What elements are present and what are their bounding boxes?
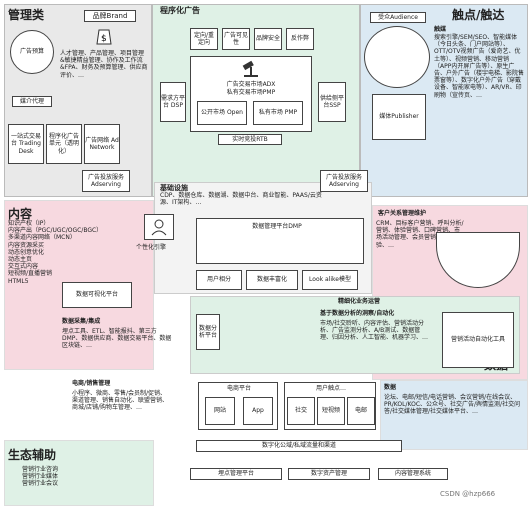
pmp-label: 私有交易市场PMP — [226, 89, 276, 96]
touch-desc: 搜索引擎/SEM/SEO、智能媒体（今日头条、门户网站等）、OTT/OTV视频广… — [434, 34, 525, 99]
section-title-content: 内容 — [8, 207, 33, 221]
money-bag-icon: $ — [92, 24, 116, 46]
svg-text:$: $ — [101, 34, 107, 44]
open-market-box: 公开市场 Open — [197, 101, 247, 125]
ecom-title: 电商/销售管理 — [72, 380, 111, 387]
ssp-box: 供给侧平台SSP — [318, 82, 346, 122]
gavel-icon — [239, 59, 263, 79]
tracking-bar: 埋点管理平台 — [190, 468, 282, 480]
personal-engine-icon-box — [144, 214, 174, 240]
budget-circle: 广告预算 — [10, 30, 54, 74]
eco-list: 营销行业咨询 营销行业媒体 营销行业会议 — [22, 466, 59, 488]
targeting-box: 定向/重定向 — [190, 28, 218, 50]
section-title-infra: 基础设施 — [160, 184, 188, 192]
web-box: 网站 — [205, 397, 235, 425]
section-title-eco: 生态辅助 — [8, 448, 57, 462]
agency-box: 媒介代理 — [12, 96, 52, 107]
analytics-platform-box: 数据分析平台 — [196, 314, 220, 350]
short-video-box: 短视频 — [317, 397, 345, 425]
dsp-box: 需求方平台 DSP — [160, 82, 186, 122]
viewability-box: 广告可见性 — [222, 28, 250, 50]
programmatic-unit-box: 程序化广告单元（透明化） — [46, 124, 82, 164]
adx-label: 广告交易市场ADX — [226, 81, 276, 88]
crm-desc: CRM、目标客户营销、呼叫分析/营销、体验营销、口碑营销、市场活动管理、会员营销… — [376, 220, 464, 249]
audience-box: 受众Audience — [370, 12, 426, 23]
vis-platform-box: 数据可视化平台 — [62, 282, 132, 308]
publisher-box: 媒体Publisher — [372, 94, 426, 140]
digital-channel-bar: 数字化公域/私域流量和渠道 — [196, 440, 402, 452]
user-touch-label: 用户触点… — [315, 385, 346, 392]
touch-title: 触媒 — [434, 26, 447, 33]
ecom-desc: 小程序、微商、零售/会员制/促销、渠道管理、销售自动化、联盟营销、商城/店铺/购… — [72, 390, 169, 412]
content-list: 知识产权（IP） 内容产出（PGC/UGC/OGC/BGC） 多渠道内容网络（M… — [8, 220, 103, 285]
insight-desc: 市场/社交聆听、内容评估、营销活动分析、广告监测分析、A/B测试、数据管理、归因… — [320, 320, 429, 342]
section-title-programmatic: 程序化广告 — [160, 6, 200, 15]
dam-bar: 数字资产管理 — [288, 468, 370, 480]
data-cat-region — [380, 380, 528, 450]
mgmt-adserving-box: 广告投放服务 Adserving — [82, 170, 130, 192]
trading-desk-box: 一站式交易台 Trading Desk — [8, 124, 44, 164]
data-enrich-box: 数据丰富化 — [246, 270, 298, 290]
precision-title: 精细化业务运营 — [338, 298, 381, 305]
dmp-box: 数据管理平台DMP — [196, 218, 364, 264]
rtb-box: 实时竞投RTB — [218, 134, 282, 145]
personal-engine-label: 个性化引擎 — [136, 244, 167, 251]
audience-circle — [364, 26, 430, 88]
brand-box: 品牌Brand — [84, 10, 136, 22]
datacat-desc: 论坛、电邮/短信/电话营销、会议营销/在线会议、PR/KOL/KOC、公众号、社… — [384, 394, 521, 416]
section-title-mgmt: 管理类 — [8, 8, 45, 22]
collect-title: 数据采集/集成 — [62, 318, 101, 325]
dmp-label: 数据管理平台DMP — [252, 223, 302, 230]
infra-list: CDP、数据仓库、数据湖、数据中台、商业智能、PAAS/云资源、IT架构、… — [160, 192, 322, 207]
automation-box: 营销活动自动化工具 — [442, 312, 514, 368]
collect-desc: 埋点工具、ETL、智能报抖、第三方DMP、数据供应商、数据交易平台、数据区块链、… — [62, 328, 172, 350]
anti-fraud-box: 反作弊 — [286, 28, 314, 50]
user-profile-box: 用户相分 — [196, 270, 242, 290]
cms-bar: 内容管理系统 — [378, 468, 448, 480]
adx-box: 广告交易市场ADX 私有交易市场PMP 公开市场 Open 私有市场 PMP — [190, 56, 312, 132]
private-market-box: 私有市场 PMP — [253, 101, 303, 125]
insight-title: 基于数据分析的洞察/自动化 — [320, 310, 395, 317]
prog-adserving-box: 广告投放服务 Adserving — [320, 170, 368, 192]
email-box: 电邮 — [347, 397, 375, 425]
section-title-reach: 触点/触达 — [452, 8, 505, 22]
brand-safety-box: 品牌安全 — [254, 28, 282, 50]
user-touch-box: 用户触点… 社交 短视频 电邮 — [284, 382, 376, 430]
social-box: 社交 — [287, 397, 315, 425]
budget-label: 广告预算 — [19, 48, 44, 56]
crm-title: 客户关系管理维护 — [378, 210, 427, 217]
mgmt-desc: 人才管理、产品管理、项目管理&敏捷精益管理、协作及工作流&FPA、财务及预算管理… — [60, 50, 148, 79]
app-box: App — [243, 397, 273, 425]
person-icon — [151, 219, 167, 236]
adnetwork-box: 广告网络 Ad Network — [84, 124, 120, 164]
eco-region — [4, 440, 154, 506]
ecom-platform-box: 电商平台 网站 App — [198, 382, 278, 430]
ecom-platform-label: 电商平台 — [226, 385, 251, 392]
watermark: CSDN @hzp666 — [440, 490, 496, 498]
datacat-title: 数据 — [384, 384, 397, 391]
lookalike-box: Look alike模型 — [302, 270, 358, 290]
